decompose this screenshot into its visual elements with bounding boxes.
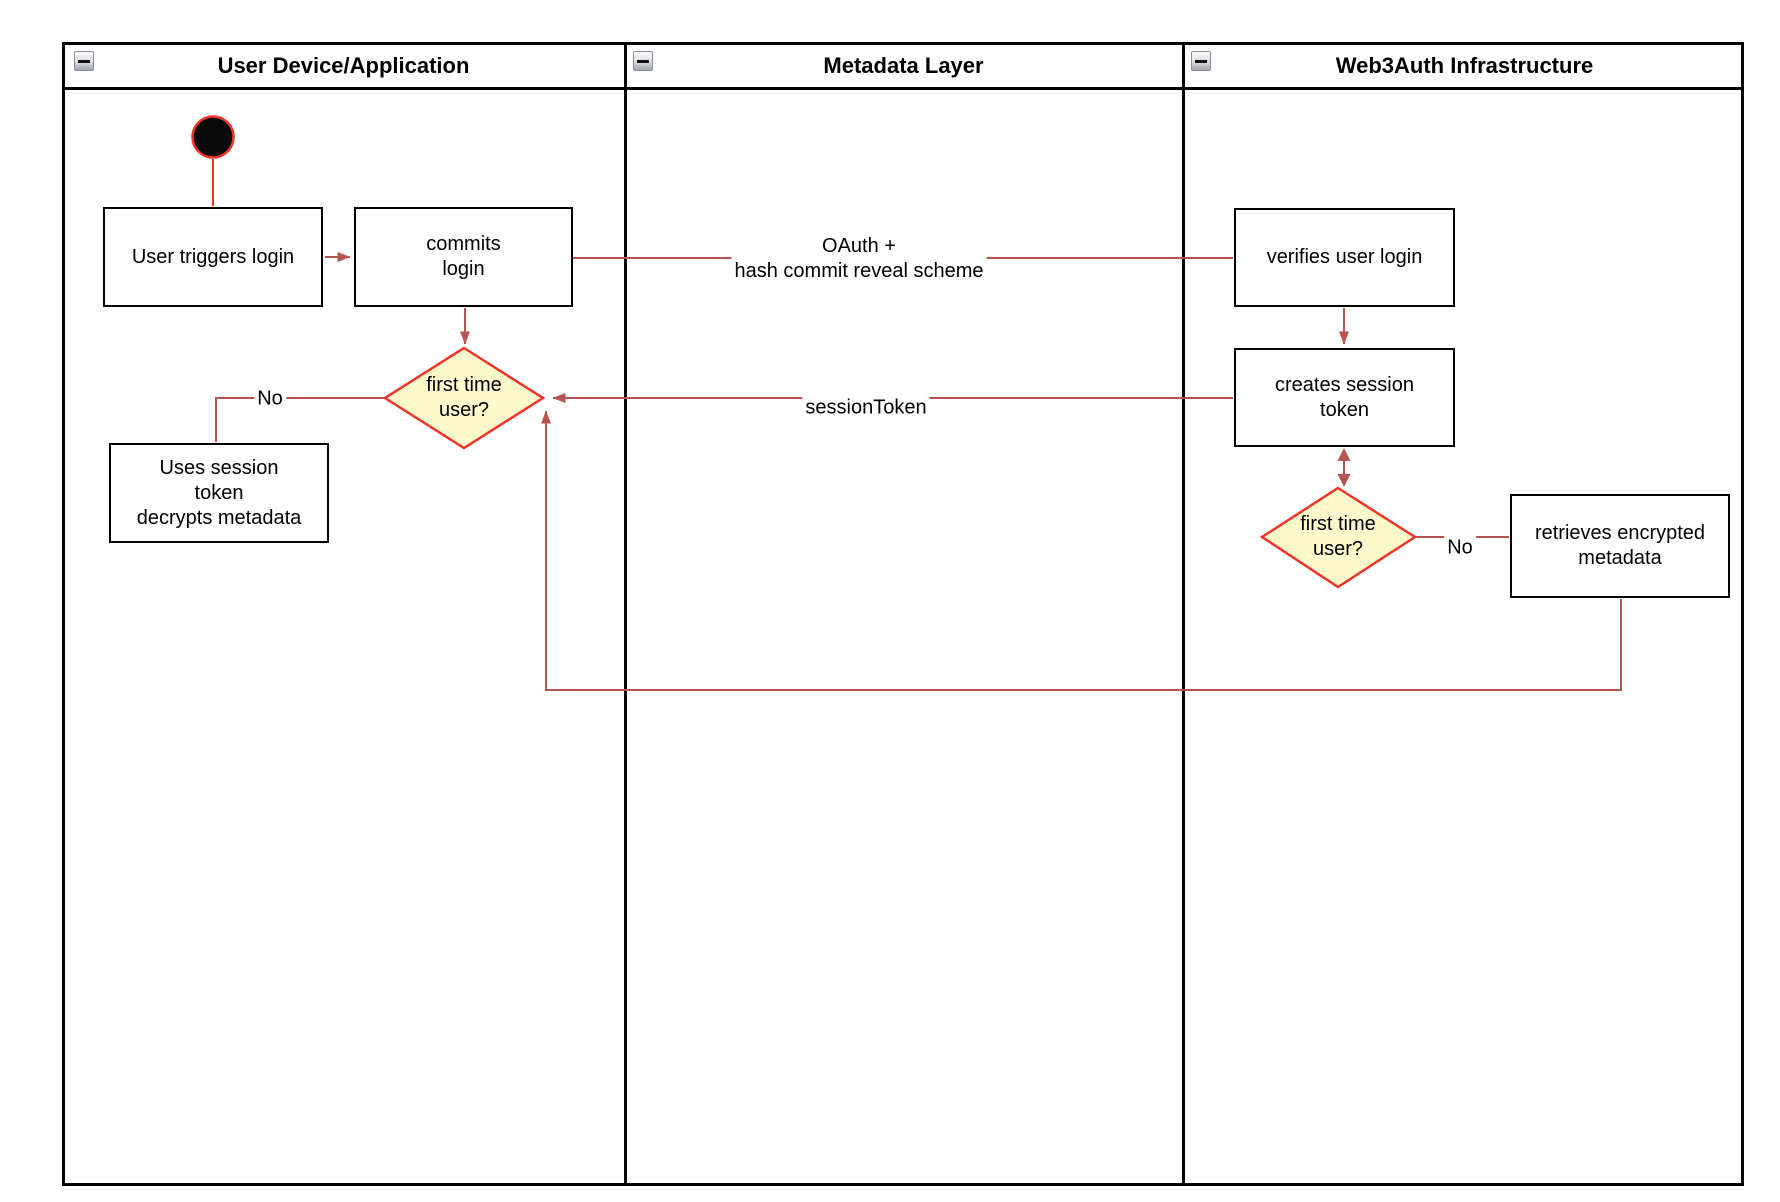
lane-divider [1182, 42, 1185, 1186]
collapse-lane-icon[interactable] [1191, 51, 1211, 71]
node-creates-session-token[interactable]: creates session token [1234, 348, 1455, 447]
decision-first-time-user-infra[interactable] [1259, 486, 1418, 589]
node-label: User triggers login [131, 245, 295, 268]
edge-label-no-device: No [254, 386, 286, 412]
lane-title-user-device: User Device/Application [217, 52, 470, 78]
edge-label-no-infra: No [1444, 535, 1476, 561]
swimlane-frame [62, 42, 1744, 1186]
lane-header-separator [62, 87, 1744, 90]
initial-node[interactable] [191, 115, 235, 159]
node-label: retrieves encrypted metadata [1534, 522, 1706, 569]
node-retrieves-encrypted-metadata[interactable]: retrieves encrypted metadata [1510, 494, 1730, 598]
collapse-lane-icon[interactable] [74, 51, 94, 71]
edge-retrieves-to-decision-device [541, 410, 1622, 691]
node-uses-session-token[interactable]: Uses session token decrypts metadata [109, 443, 329, 543]
decision-label-device: first time user? [426, 374, 502, 421]
edge-no-to-uses-session-token [215, 397, 385, 442]
node-label: Uses session token decrypts metadata [136, 456, 302, 529]
node-label: commits login [426, 233, 501, 280]
edge-label-session-token: sessionToken [802, 395, 930, 421]
node-label: creates session token [1275, 373, 1414, 421]
arrowhead-down-icon [1337, 474, 1351, 487]
lane-divider [624, 42, 627, 1186]
minus-icon [637, 59, 649, 63]
lane-title-web3auth-infrastructure: Web3Auth Infrastructure [1335, 52, 1594, 78]
minus-icon [78, 59, 90, 63]
node-label: verifies user login [1266, 246, 1423, 268]
minus-icon [1195, 59, 1207, 63]
node-user-triggers-login[interactable]: User triggers login [103, 207, 323, 307]
edge-label-oauth: OAuth + hash commit reveal scheme [731, 234, 987, 284]
decision-label-infra: first time user? [1300, 513, 1376, 560]
node-verifies-user-login[interactable]: verifies user login [1234, 208, 1455, 307]
decision-first-time-user-device[interactable] [382, 346, 546, 450]
node-commits-login[interactable]: commits login [354, 207, 573, 307]
arrowhead-up-icon [1337, 448, 1351, 461]
collapse-lane-icon[interactable] [633, 51, 653, 71]
lane-title-metadata-layer: Metadata Layer [823, 52, 984, 78]
